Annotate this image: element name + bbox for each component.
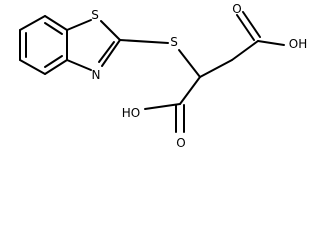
chemical-structure: S N S O OH HO O — [19, 2, 307, 150]
bond — [100, 20, 121, 41]
bond — [257, 40, 285, 46]
bond — [199, 59, 233, 78]
bond — [179, 76, 201, 105]
atom-hydroxyl-top: OH — [289, 37, 307, 51]
atom-nitrogen-ring: N — [92, 68, 101, 82]
bond-double-inner — [44, 55, 63, 68]
atom-oxygen-top: O — [232, 2, 241, 16]
bond — [144, 103, 181, 110]
bond-double-inner — [98, 41, 115, 63]
bond — [101, 39, 121, 67]
bond-double — [236, 14, 255, 41]
bond — [231, 40, 259, 61]
bond-double — [242, 11, 261, 38]
bond — [19, 15, 46, 31]
bond — [66, 19, 92, 31]
atom-labels: S N S O OH HO O — [91, 2, 307, 150]
atom-oxygen-bottom: O — [176, 136, 185, 150]
bond — [66, 59, 92, 71]
bond — [178, 49, 201, 78]
atom-sulfur-ring: S — [91, 8, 99, 22]
bond — [44, 15, 68, 31]
bond-double-inner — [44, 22, 63, 35]
atom-hydroxyl-bottom: HO — [122, 106, 140, 120]
atom-sulfur-thioether: S — [170, 35, 178, 49]
bond — [119, 39, 169, 44]
bond — [19, 59, 46, 75]
bond — [44, 59, 68, 75]
bonds — [19, 11, 285, 133]
